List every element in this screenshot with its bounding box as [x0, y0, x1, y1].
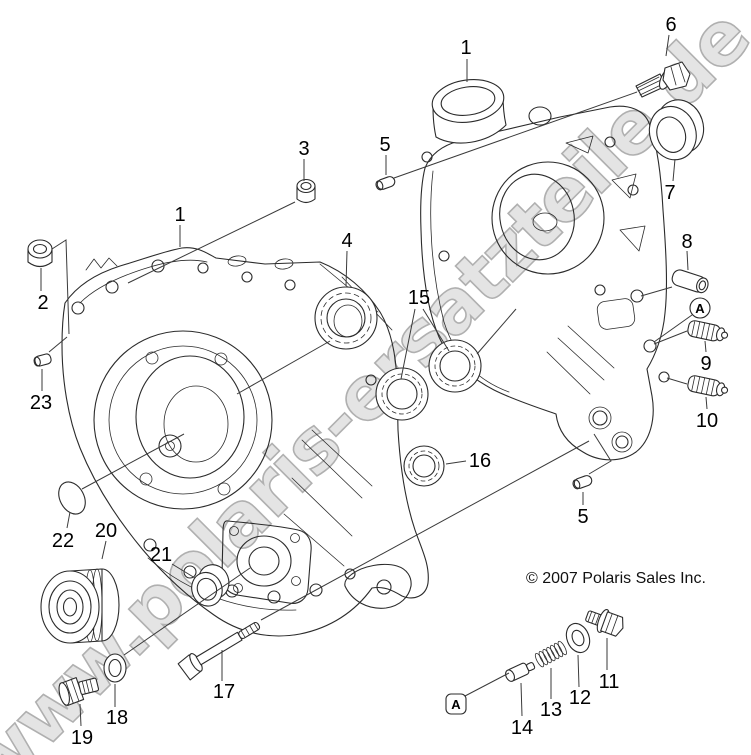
- right-crankcase-half: [420, 79, 670, 461]
- leader-line: [640, 286, 673, 297]
- callout-label-4: 4: [341, 230, 352, 252]
- part-22-plug: [58, 481, 86, 515]
- leader-line: [520, 682, 523, 717]
- detail-marker-square: [445, 693, 467, 715]
- callout-label-6: 6: [665, 14, 676, 36]
- callout-label-22: 22: [52, 530, 74, 552]
- leader-line: [79, 703, 82, 727]
- part-10-threaded-stud: [687, 375, 729, 397]
- callout-label-17: 17: [213, 681, 235, 703]
- detail-marker-label: A: [695, 301, 705, 316]
- leader-line: [81, 433, 185, 490]
- part-12-washer: [565, 622, 591, 654]
- callout-label-15: 15: [408, 287, 430, 309]
- callout-label-13: 13: [540, 699, 562, 721]
- part-20-starter-pulley: [40, 568, 120, 644]
- leader-line: [48, 336, 68, 353]
- callout-label-18: 18: [106, 707, 128, 729]
- part-5-pin-right: [572, 475, 593, 490]
- callout-label-21: 21: [150, 544, 172, 566]
- part-4-bearing: [314, 286, 378, 350]
- leader-line: [588, 433, 612, 475]
- callout-label-1: 1: [174, 204, 185, 226]
- leader-line: [476, 308, 517, 355]
- leader-line: [345, 250, 348, 287]
- part-19-drain-bolt: [58, 677, 100, 707]
- leader-line: [123, 567, 251, 656]
- callout-label-14: 14: [511, 717, 533, 739]
- leader-line: [686, 250, 689, 271]
- callout-label-10: 10: [696, 410, 718, 432]
- leader-line: [51, 239, 70, 335]
- part-15-bearing-a: [375, 367, 429, 421]
- leader-line: [171, 563, 196, 579]
- leader-line: [705, 396, 708, 410]
- leader-line: [422, 308, 450, 352]
- part-2-bushing: [27, 239, 53, 268]
- part-8-dowel: [671, 269, 709, 294]
- part-5-pin-left: [375, 176, 396, 191]
- detail-markers: AA: [445, 297, 711, 715]
- part-3-bushing: [296, 178, 316, 204]
- leader-line: [101, 540, 107, 560]
- leader-line: [665, 34, 670, 57]
- callout-label-3: 3: [298, 138, 309, 160]
- callout-label-7: 7: [664, 182, 675, 204]
- callout-label-1: 1: [460, 37, 471, 59]
- part-16-bearing: [403, 445, 445, 487]
- leader-line: [464, 672, 510, 697]
- leader-line: [666, 377, 688, 385]
- pump-boss: [221, 520, 312, 604]
- leader-line: [66, 511, 71, 529]
- leader-line: [236, 340, 331, 395]
- left-crankcase-half: [61, 247, 429, 637]
- callout-label-2: 2: [37, 292, 48, 314]
- leader-line: [260, 440, 590, 621]
- callout-label-12: 12: [569, 687, 591, 709]
- part-15-bearing-b: [428, 339, 482, 393]
- detail-marker-label: A: [451, 697, 461, 712]
- part-21-seal: [191, 564, 230, 607]
- detail-marker-circle: [689, 297, 711, 319]
- leader-line: [445, 460, 467, 465]
- part-11-flange-bolt: [585, 609, 624, 637]
- callout-label-23: 23: [30, 392, 52, 414]
- part-18-washer: [103, 653, 127, 683]
- part-17-long-bolt: [177, 621, 261, 681]
- callout-label-5: 5: [577, 506, 588, 528]
- leader-line: [400, 308, 416, 380]
- callout-label-16: 16: [469, 450, 491, 472]
- leader-line: [393, 91, 638, 179]
- leader-line: [653, 314, 693, 343]
- copyright-text: © 2007 Polaris Sales Inc.: [526, 570, 706, 587]
- leader-lines: [40, 34, 708, 727]
- callout-label-5: 5: [379, 134, 390, 156]
- part-14-relief-valve: [505, 662, 536, 682]
- callout-label-20: 20: [95, 520, 117, 542]
- leader-line: [127, 201, 296, 284]
- leader-line: [704, 340, 707, 353]
- part-6-bolt: [635, 61, 691, 98]
- part-7-oil-seal: [648, 99, 705, 161]
- callout-label-8: 8: [681, 231, 692, 253]
- cylinder-spigot: [431, 79, 507, 144]
- part-9-threaded-stud: [687, 320, 729, 342]
- callout-label-9: 9: [700, 353, 711, 375]
- callout-label-19: 19: [71, 727, 93, 749]
- leader-line: [672, 158, 676, 182]
- leader-line: [653, 330, 688, 345]
- leader-line: [577, 654, 580, 688]
- part-13-spring: [534, 640, 567, 668]
- part-23-dowel-pin: [33, 353, 52, 367]
- callout-label-11: 11: [599, 671, 620, 693]
